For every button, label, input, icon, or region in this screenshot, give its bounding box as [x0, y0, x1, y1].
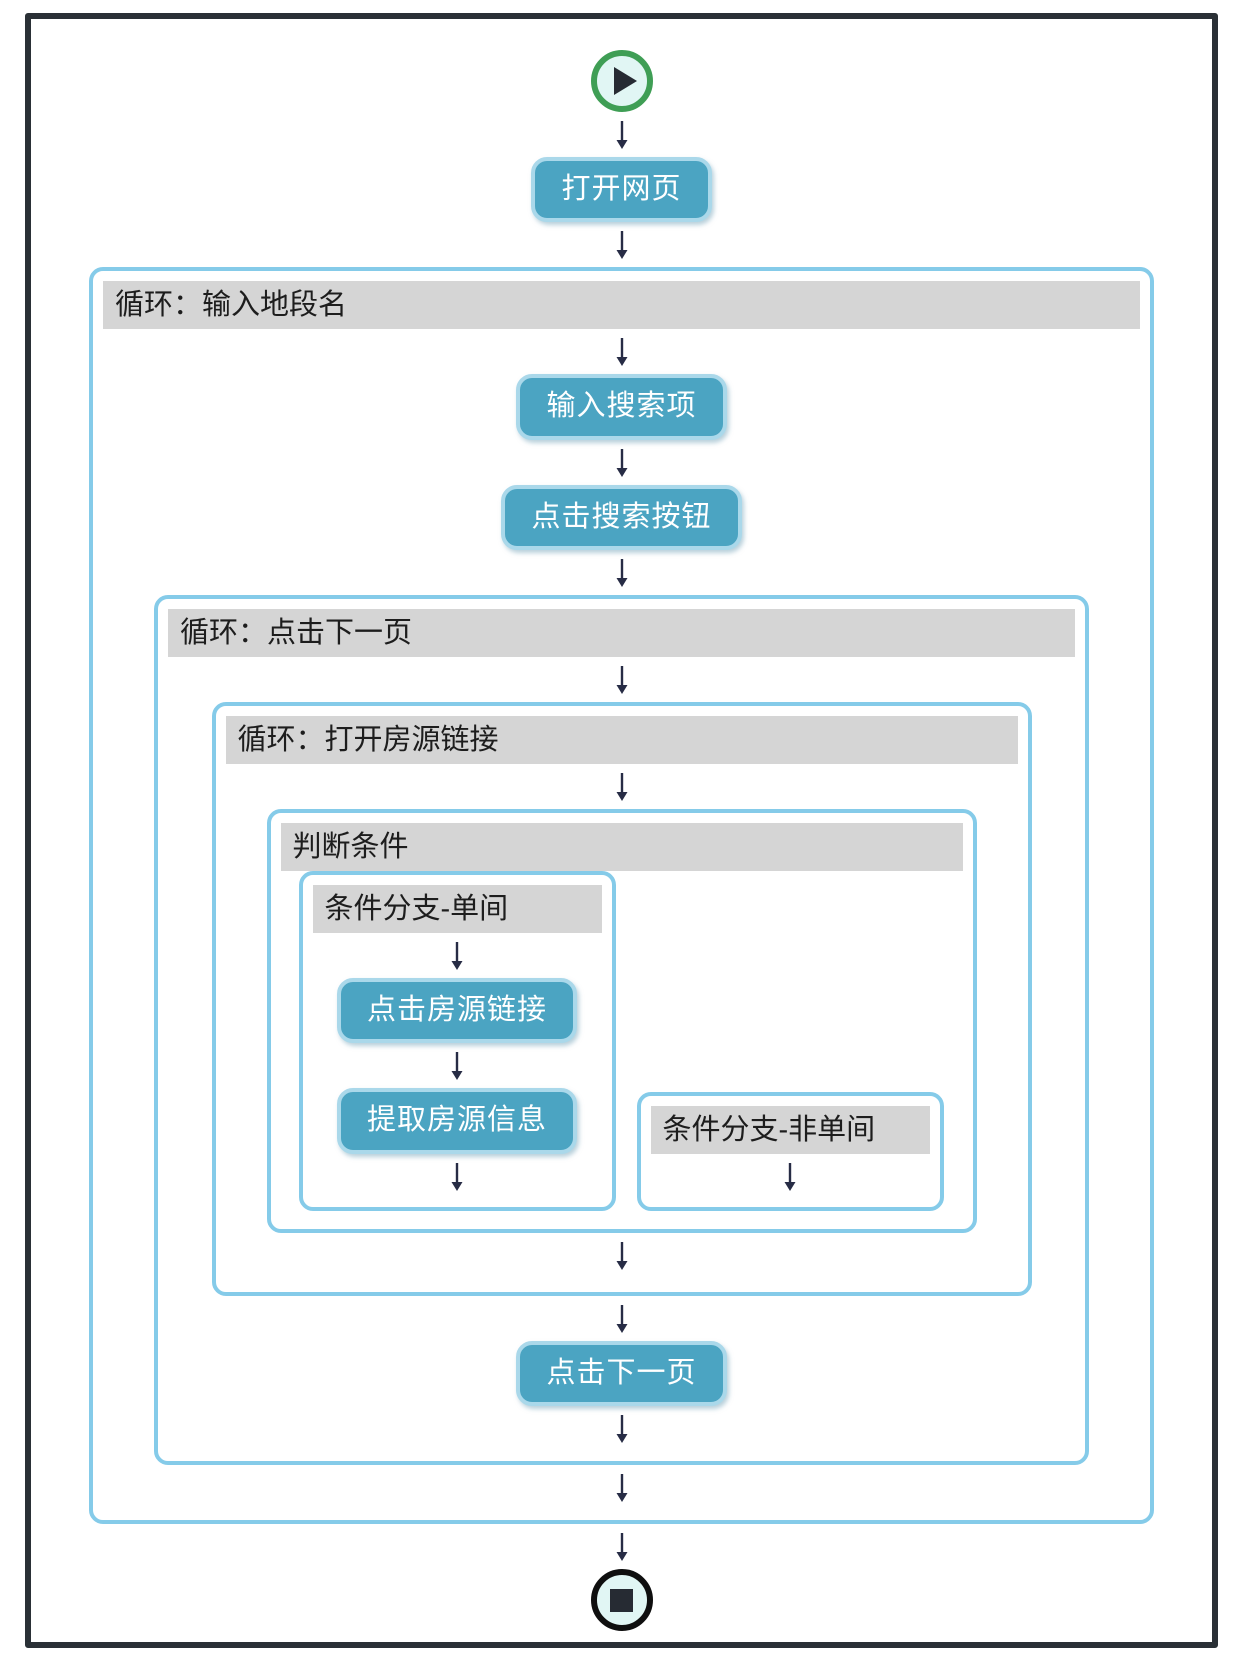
click-listing-link-node[interactable]: 点击房源链接: [336, 978, 577, 1044]
branch-single-room: 条件分支-单间 点击房源链接 提取房源信息: [298, 871, 616, 1211]
arrow-down-icon: [616, 448, 627, 477]
arrow-down-icon: [616, 231, 627, 260]
click-next-page-node[interactable]: 点击下一页: [516, 1340, 727, 1407]
arrow-down-icon: [616, 559, 627, 588]
loop-input-area-header[interactable]: 循环：输入地段名: [103, 281, 1140, 330]
arrow-down-icon: [616, 1533, 627, 1562]
play-icon: [613, 67, 637, 95]
loop-container-open-listing: 循环：打开房源链接 判断条件 条件分支-单间 点击房源链接: [211, 702, 1032, 1296]
arrow-down-icon: [616, 1415, 627, 1444]
loop-container-input-area: 循环：输入地段名 输入搜索项 点击搜索按钮 循环：点击下一页 循环：打开房源链接…: [89, 267, 1154, 1525]
condition-header[interactable]: 判断条件: [280, 823, 963, 872]
branch-not-single-room-header[interactable]: 条件分支-非单间: [650, 1105, 930, 1154]
input-search-node[interactable]: 输入搜索项: [516, 374, 727, 440]
arrow-down-icon: [451, 942, 463, 971]
loop-container-click-next: 循环：点击下一页 循环：打开房源链接 判断条件 条件分支-单间: [154, 595, 1089, 1466]
arrow-down-icon: [616, 773, 627, 802]
branch-single-room-header[interactable]: 条件分支-单间: [312, 885, 602, 934]
arrow-down-icon: [451, 1052, 463, 1081]
extract-listing-info-node[interactable]: 提取房源信息: [336, 1088, 577, 1154]
branch-not-single-room: 条件分支-非单间: [636, 1091, 944, 1211]
loop-click-next-header[interactable]: 循环：点击下一页: [168, 609, 1075, 658]
condition-container: 判断条件 条件分支-单间 点击房源链接 提取房源信息: [266, 809, 977, 1233]
arrow-down-icon: [616, 1304, 627, 1333]
arrow-down-icon: [616, 1474, 627, 1503]
click-search-button-node[interactable]: 点击搜索按钮: [501, 484, 742, 551]
loop-open-listing-header[interactable]: 循环：打开房源链接: [225, 716, 1018, 765]
stop-icon: [610, 1588, 633, 1612]
condition-branches: 条件分支-单间 点击房源链接 提取房源信息 条件分支-非单间: [271, 871, 973, 1229]
open-page-node[interactable]: 打开网页: [531, 157, 712, 223]
arrow-down-icon: [616, 121, 627, 149]
start-node[interactable]: [590, 50, 653, 112]
arrow-down-icon: [616, 1241, 627, 1270]
end-node[interactable]: [590, 1569, 653, 1632]
arrow-down-icon: [616, 666, 627, 695]
arrow-down-icon: [784, 1162, 796, 1191]
arrow-down-icon: [451, 1162, 463, 1191]
arrow-down-icon: [616, 338, 627, 367]
flowchart-canvas: 打开网页 循环：输入地段名 输入搜索项 点击搜索按钮 循环：点击下一页 循环：打…: [25, 13, 1218, 1648]
